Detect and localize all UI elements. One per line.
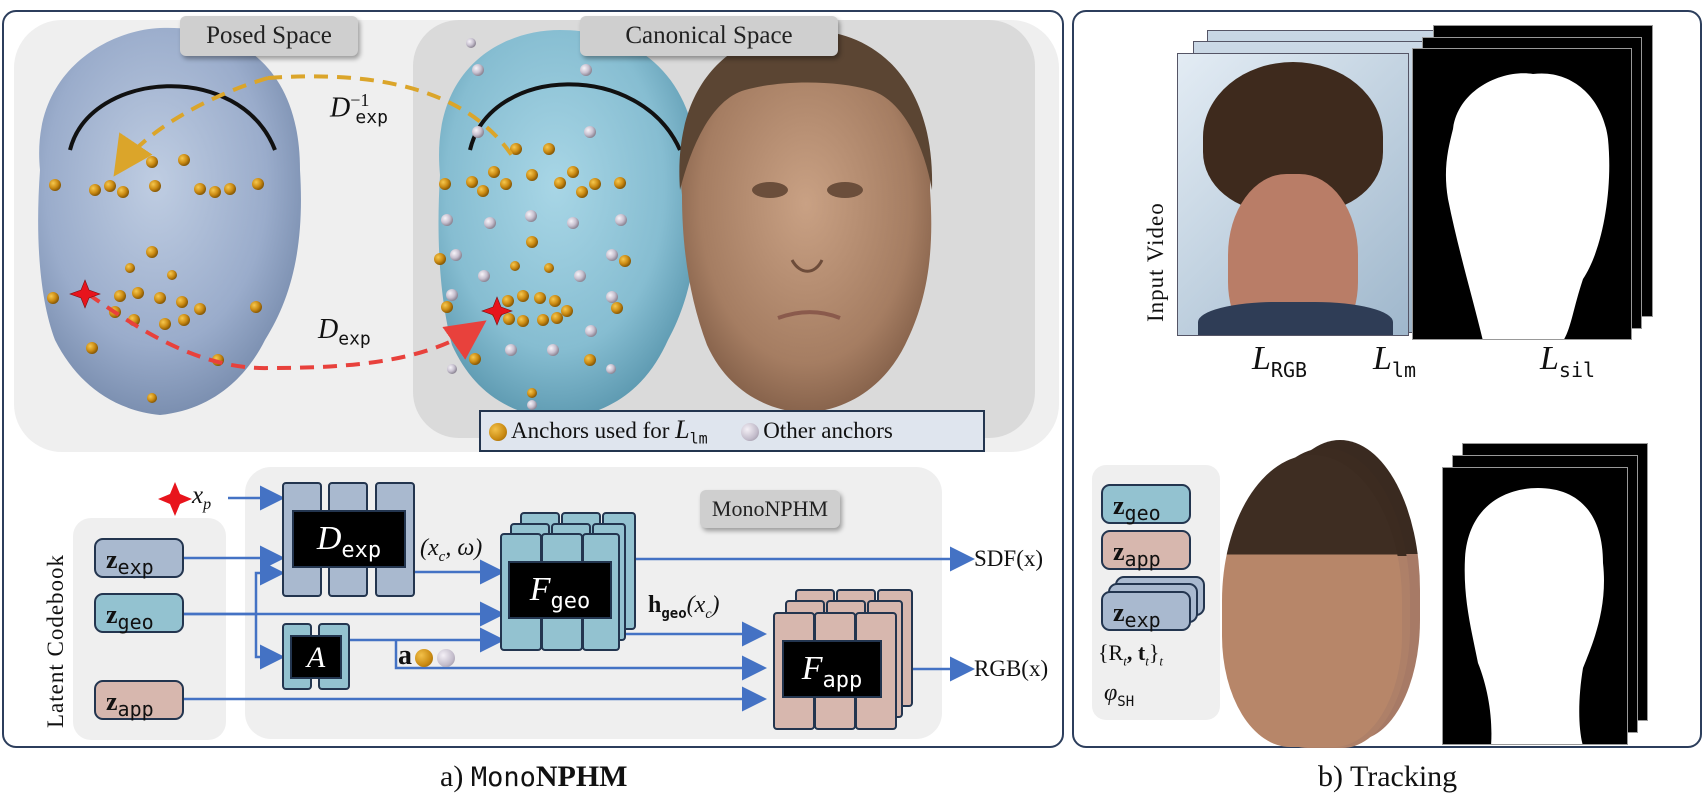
input-point-label: xp <box>192 482 212 513</box>
silhouette-mask <box>1412 48 1632 340</box>
loss-silhouette-label: Lsil <box>1540 340 1596 382</box>
tracking-z-app-code: zapp <box>1101 530 1191 571</box>
lighting-parameters-label: φSH <box>1104 680 1135 710</box>
panel-a-caption: a) MonoNPHM <box>440 760 628 793</box>
loss-landmark-label: Llm <box>1373 340 1417 382</box>
gold-anchor-icon <box>415 649 433 667</box>
inverse-deformation-label: D−1exp <box>330 90 388 128</box>
loss-rgb-label: LRGB <box>1252 340 1308 382</box>
anchor-output-label: a <box>398 642 459 670</box>
anchor-network-core: A <box>290 635 342 679</box>
input-video-label: Input Video <box>1143 202 1168 322</box>
geometry-feature-label: hgeo(xc) <box>648 592 720 622</box>
canonical-space-label: Canonical Space <box>580 16 838 56</box>
z-exp-code: zexp <box>94 538 184 579</box>
anchor-legend: Anchors used for Llm Other anchors <box>479 410 985 452</box>
canonical-coordinates-label: (xc, ω) <box>420 535 483 565</box>
pose-parameters-label: {Rt, tt}t <box>1098 640 1163 669</box>
posed-space-label: Posed Space <box>180 16 358 56</box>
tracking-z-geo-code: zgeo <box>1101 484 1191 525</box>
gold-anchor-icon <box>489 423 507 441</box>
input-video-frame <box>1177 53 1409 336</box>
z-geo-code: zgeo <box>94 593 184 634</box>
rendered-silhouette-shape <box>1464 488 1604 744</box>
rendered-head <box>1222 455 1402 747</box>
deformation-network-core: Dexp <box>292 510 406 568</box>
forward-deformation-label: Dexp <box>318 314 371 350</box>
rendered-mask <box>1442 467 1628 745</box>
grey-anchor-icon <box>741 423 760 441</box>
panel-b-caption: b) Tracking <box>1318 760 1458 793</box>
mononphm-label: MonoNPHM <box>700 490 840 528</box>
subject-shirt <box>1198 302 1393 335</box>
latent-codebook-label: Latent Codebook <box>43 553 68 728</box>
silhouette-shape <box>1445 73 1610 339</box>
z-app-code: zapp <box>94 680 184 721</box>
rgb-output-label: RGB(x) <box>974 656 1049 681</box>
tracking-z-exp-code: zexp <box>1101 591 1191 632</box>
grey-anchor-icon <box>437 649 455 667</box>
sdf-output-label: SDF(x) <box>974 546 1044 571</box>
geometry-network-core: Fgeo <box>508 561 612 619</box>
appearance-network-core: Fapp <box>782 640 882 698</box>
